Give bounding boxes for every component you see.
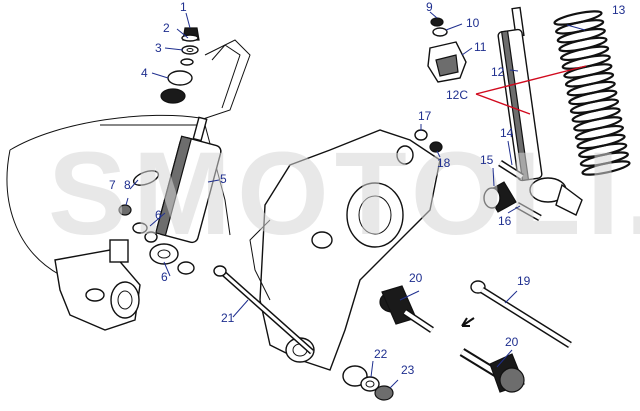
- spring-coil: [555, 19, 605, 35]
- callout-12c: 12C: [446, 88, 468, 102]
- callout-17: 17: [418, 109, 432, 123]
- callout-5: 5: [220, 172, 227, 186]
- axle-19: [461, 280, 572, 348]
- long-bolt-21: [213, 265, 314, 355]
- axle-20-upper: [379, 285, 434, 333]
- coil-spring-13: [553, 10, 631, 176]
- callout-13: 13: [612, 3, 626, 17]
- callout-14: 14: [500, 126, 514, 140]
- callout-11: 11: [474, 40, 487, 54]
- washers-22-23: [360, 376, 394, 401]
- callout-9: 9: [426, 0, 433, 14]
- callout-8: 8: [124, 178, 131, 192]
- swing-arm-bracket: [54, 239, 141, 331]
- engine-crankcase: [249, 129, 441, 387]
- callout-15: 15: [480, 153, 494, 167]
- callout-21: 21: [221, 311, 235, 325]
- callout-7: 7: [109, 178, 116, 192]
- axle-20-lower: [459, 348, 525, 393]
- top-right-mount-parts: [427, 17, 467, 83]
- shock-absorber: [149, 116, 222, 265]
- spring-coil: [553, 10, 603, 26]
- highlight-leaders-12c: [475, 65, 587, 115]
- callout-6-lower: 6: [161, 270, 168, 284]
- leader-lines: [125, 11, 586, 389]
- callout-23: 23: [401, 363, 415, 377]
- callout-2: 2: [163, 21, 170, 35]
- callout-10: 10: [466, 16, 480, 30]
- watermark-text: SMOTOLI.IT: [48, 128, 640, 260]
- bushings-left: [118, 170, 195, 275]
- callout-20-upper: 20: [409, 271, 423, 285]
- callout-19: 19: [517, 274, 531, 288]
- spring-coil: [569, 98, 620, 114]
- spring-coil: [566, 80, 616, 97]
- callout-18: 18: [437, 156, 451, 170]
- rear-shock-12: [497, 6, 583, 216]
- callout-3: 3: [155, 41, 162, 55]
- callout-22: 22: [374, 347, 388, 361]
- small-parts-17-18: [414, 129, 443, 153]
- callout-4: 4: [141, 66, 148, 80]
- callout-1: 1: [180, 0, 187, 14]
- spring-coil: [581, 160, 631, 176]
- spring-coil: [559, 45, 610, 62]
- shock-top-mount-parts: [160, 27, 200, 104]
- callout-12: 12: [491, 65, 505, 79]
- spring-coil: [564, 72, 615, 88]
- spring-coil: [568, 89, 618, 106]
- spring-coil: [571, 107, 621, 123]
- spring-coil: [563, 63, 613, 79]
- callout-6-upper: 6: [155, 208, 162, 222]
- spring-coil: [561, 54, 611, 70]
- spring-coil: [558, 36, 608, 53]
- pins-14-15-16: [483, 160, 542, 222]
- callout-16: 16: [498, 214, 512, 228]
- callout-numbers: 1 2 3 4 5 6 6 7 8 9 10 11 12 12C 13 14 1…: [109, 0, 626, 377]
- callout-20-lower: 20: [505, 335, 519, 349]
